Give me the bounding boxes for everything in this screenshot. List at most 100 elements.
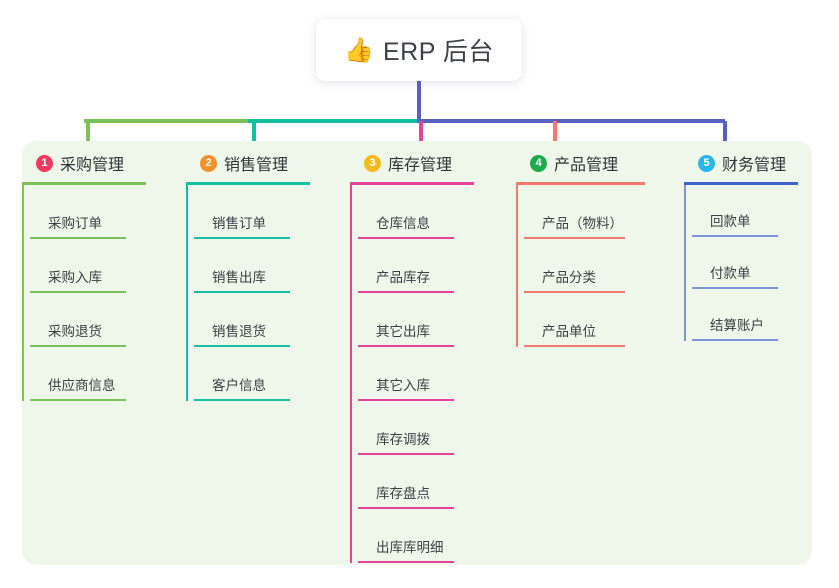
leaf-item[interactable]: 其它出库 [350,293,500,347]
connector-drop-财务管理 [723,121,727,145]
leaf-item[interactable]: 产品（物料） [516,185,671,239]
leaf-item[interactable]: 其它入库 [350,347,500,401]
column-spine [684,185,686,341]
column-产品管理: 4 产品管理产品（物料） 产品分类产品单位 [516,149,671,347]
leaf-item-rule [358,345,454,347]
column-header-rule [684,182,798,185]
leaf-item[interactable]: 出库库明细 [350,509,500,563]
leaf-item-rule [358,399,454,401]
leaf-item-label: 采购退货 [48,324,102,339]
leaf-item[interactable]: 结算账户 [684,289,824,341]
column-spine [186,185,188,401]
leaf-item-label: 库存盘点 [376,486,430,501]
leaf-item[interactable]: 产品库存 [350,239,500,293]
leaf-item-rule [524,291,625,293]
column-spine [516,185,518,347]
leaf-item[interactable]: 销售订单 [186,185,336,239]
leaf-item[interactable]: 回款单 [684,185,824,237]
root-title-card: 👍 ERP 后台 [316,19,522,81]
leaf-item[interactable]: 采购入库 [22,239,172,293]
connector-drop-库存管理 [419,121,423,145]
leaf-item-label: 产品库存 [376,270,430,285]
column-badge-2: 2 [200,154,217,172]
bus-segment-3 [417,119,725,123]
bus-segment-1 [84,119,248,123]
connector-drop-产品管理 [553,121,557,145]
leaf-item[interactable]: 客户信息 [186,347,336,401]
column-header-rule [350,182,474,185]
column-title: 财务管理 [722,157,787,174]
leaf-item-rule [692,339,778,341]
leaf-item-rule [358,291,454,293]
leaf-item-rule [194,237,290,239]
leaf-item-rule [358,561,454,563]
leaf-item[interactable]: 供应商信息 [22,347,172,401]
column-财务管理: 5 财务管理回款单付款单结算账户 [684,149,824,341]
leaf-item[interactable]: 产品单位 [516,293,671,347]
leaf-item-rule [358,507,454,509]
leaf-item-rule [194,345,290,347]
leaf-item-label: 采购入库 [48,270,102,285]
column-badge-5: 5 [698,154,715,172]
column-items: 回款单付款单结算账户 [684,185,824,341]
leaf-item[interactable]: 付款单 [684,237,824,289]
column-items: 仓库信息产品库存其它出库其它入库库存调拨库存盘点出库库明细 [350,185,500,563]
leaf-item-label: 结算账户 [710,318,764,333]
leaf-item-rule [30,399,126,401]
leaf-item[interactable]: 销售出库 [186,239,336,293]
leaf-item[interactable]: 库存盘点 [350,455,500,509]
leaf-item-rule [30,345,126,347]
leaf-item-label: 其它出库 [376,324,430,339]
bus-segment-2 [248,119,417,123]
page-title: ERP 后台 [382,38,494,66]
thumbs-up-icon: 👍 [344,37,374,64]
leaf-item-label: 其它入库 [376,378,430,393]
leaf-item-label: 付款单 [710,266,751,281]
leaf-item[interactable]: 采购订单 [22,185,172,239]
leaf-item-label: 供应商信息 [48,378,116,393]
leaf-item-rule [194,291,290,293]
leaf-item-label: 产品（物料） [542,216,623,231]
leaf-item-label: 销售订单 [212,216,266,231]
column-title: 采购管理 [60,157,125,174]
column-header-rule [22,182,146,185]
column-items: 产品（物料） 产品分类产品单位 [516,185,671,347]
leaf-item[interactable]: 库存调拨 [350,401,500,455]
column-title: 库存管理 [388,157,453,174]
column-title: 产品管理 [554,157,619,174]
leaf-item-label: 仓库信息 [376,216,430,231]
leaf-item[interactable]: 产品分类 [516,239,671,293]
column-spine [350,185,352,563]
leaf-item-label: 销售出库 [212,270,266,285]
column-items: 销售订单销售出库销售退货客户信息 [186,185,336,401]
column-spine [22,185,24,401]
column-采购管理: 1 采购管理采购订单采购入库采购退货供应商信息 [22,149,172,401]
leaf-item-rule [30,291,126,293]
leaf-item-rule [692,235,778,237]
leaf-item-label: 产品分类 [542,270,596,285]
column-header-采购管理[interactable]: 1 采购管理 [22,149,172,177]
leaf-item-label: 客户信息 [212,378,266,393]
connector-drop-销售管理 [252,121,256,145]
leaf-item[interactable]: 仓库信息 [350,185,500,239]
leaf-item-label: 产品单位 [542,324,596,339]
leaf-item[interactable]: 销售退货 [186,293,336,347]
leaf-item-rule [358,453,454,455]
column-header-rule [186,182,310,185]
column-header-财务管理[interactable]: 5 财务管理 [684,149,824,177]
leaf-item-rule [194,399,290,401]
column-header-产品管理[interactable]: 4 产品管理 [516,149,671,177]
column-header-rule [516,182,645,185]
column-badge-4: 4 [530,154,547,172]
leaf-item-rule [524,345,625,347]
leaf-item-rule [692,287,778,289]
leaf-item-label: 回款单 [710,214,751,229]
trunk-line [417,81,421,121]
leaf-item-rule [30,237,126,239]
leaf-item-rule [524,237,625,239]
column-badge-1: 1 [36,154,53,172]
leaf-item[interactable]: 采购退货 [22,293,172,347]
